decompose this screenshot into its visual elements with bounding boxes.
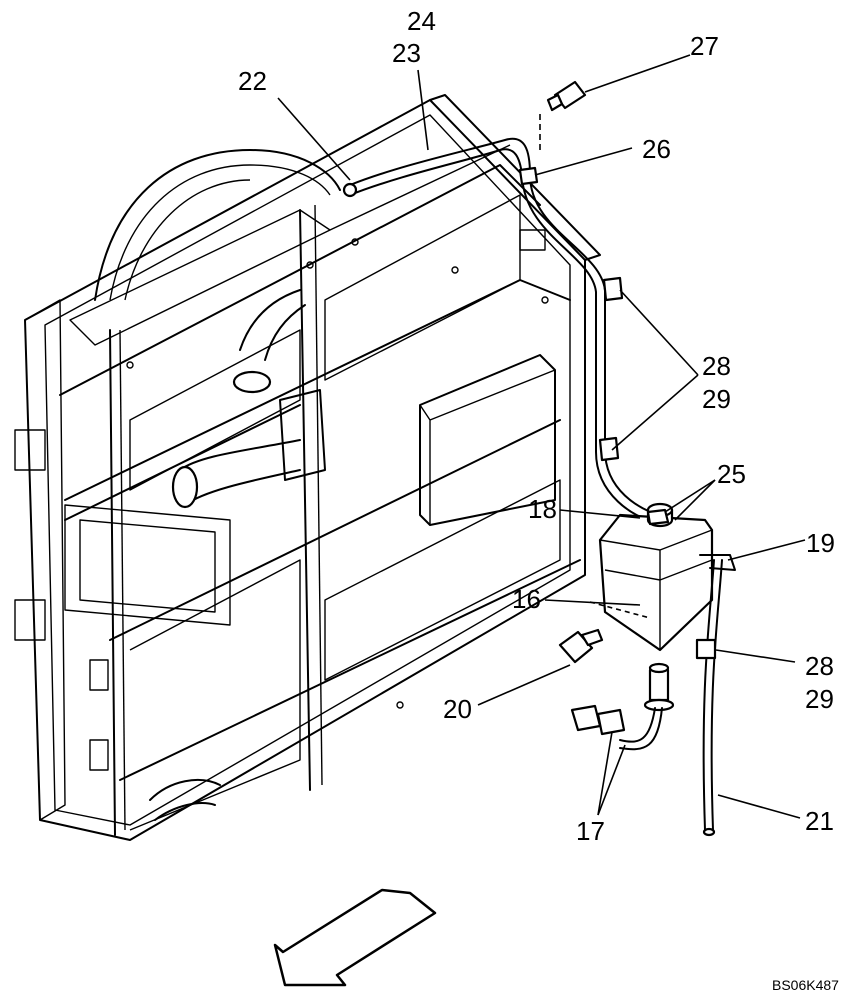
- callout-28-upper: 28: [702, 351, 731, 381]
- callout-25: 25: [717, 459, 746, 489]
- radiator-assembly: [14, 94, 601, 841]
- reservoir-tank: [598, 502, 714, 652]
- overflow-hose: [342, 137, 661, 523]
- bolt-20: [558, 628, 604, 664]
- callout-26: 26: [642, 134, 671, 164]
- callout-29-lower: 29: [805, 684, 834, 714]
- front-direction-arrow-icon: [273, 888, 437, 987]
- bracket-19: [699, 554, 736, 571]
- hose-21: [702, 559, 723, 837]
- level-sensor-17: [570, 662, 675, 751]
- figure-reference: BS06K487: [772, 977, 839, 993]
- clip-28-upper: [602, 276, 624, 302]
- callout-20: 20: [443, 694, 472, 724]
- callout-27: 27: [690, 31, 719, 61]
- callout-29-upper: 29: [702, 384, 731, 414]
- callout-16: 16: [512, 584, 541, 614]
- bolt-27: [539, 80, 587, 150]
- callout-19: 19: [806, 528, 835, 558]
- callout-28-lower: 28: [805, 651, 834, 681]
- clip-28-mid: [598, 436, 620, 462]
- clip-28-lower: [695, 638, 717, 660]
- callout-22: 22: [238, 66, 267, 96]
- callout-21: 21: [805, 806, 834, 836]
- callout-23: 23: [392, 38, 421, 68]
- leader-lines: [277, 54, 806, 819]
- callout-18: 18: [528, 494, 557, 524]
- callout-24: 24: [407, 6, 436, 36]
- clips-25: [646, 508, 670, 526]
- callout-17: 17: [576, 816, 605, 846]
- clamp-26: [518, 166, 539, 186]
